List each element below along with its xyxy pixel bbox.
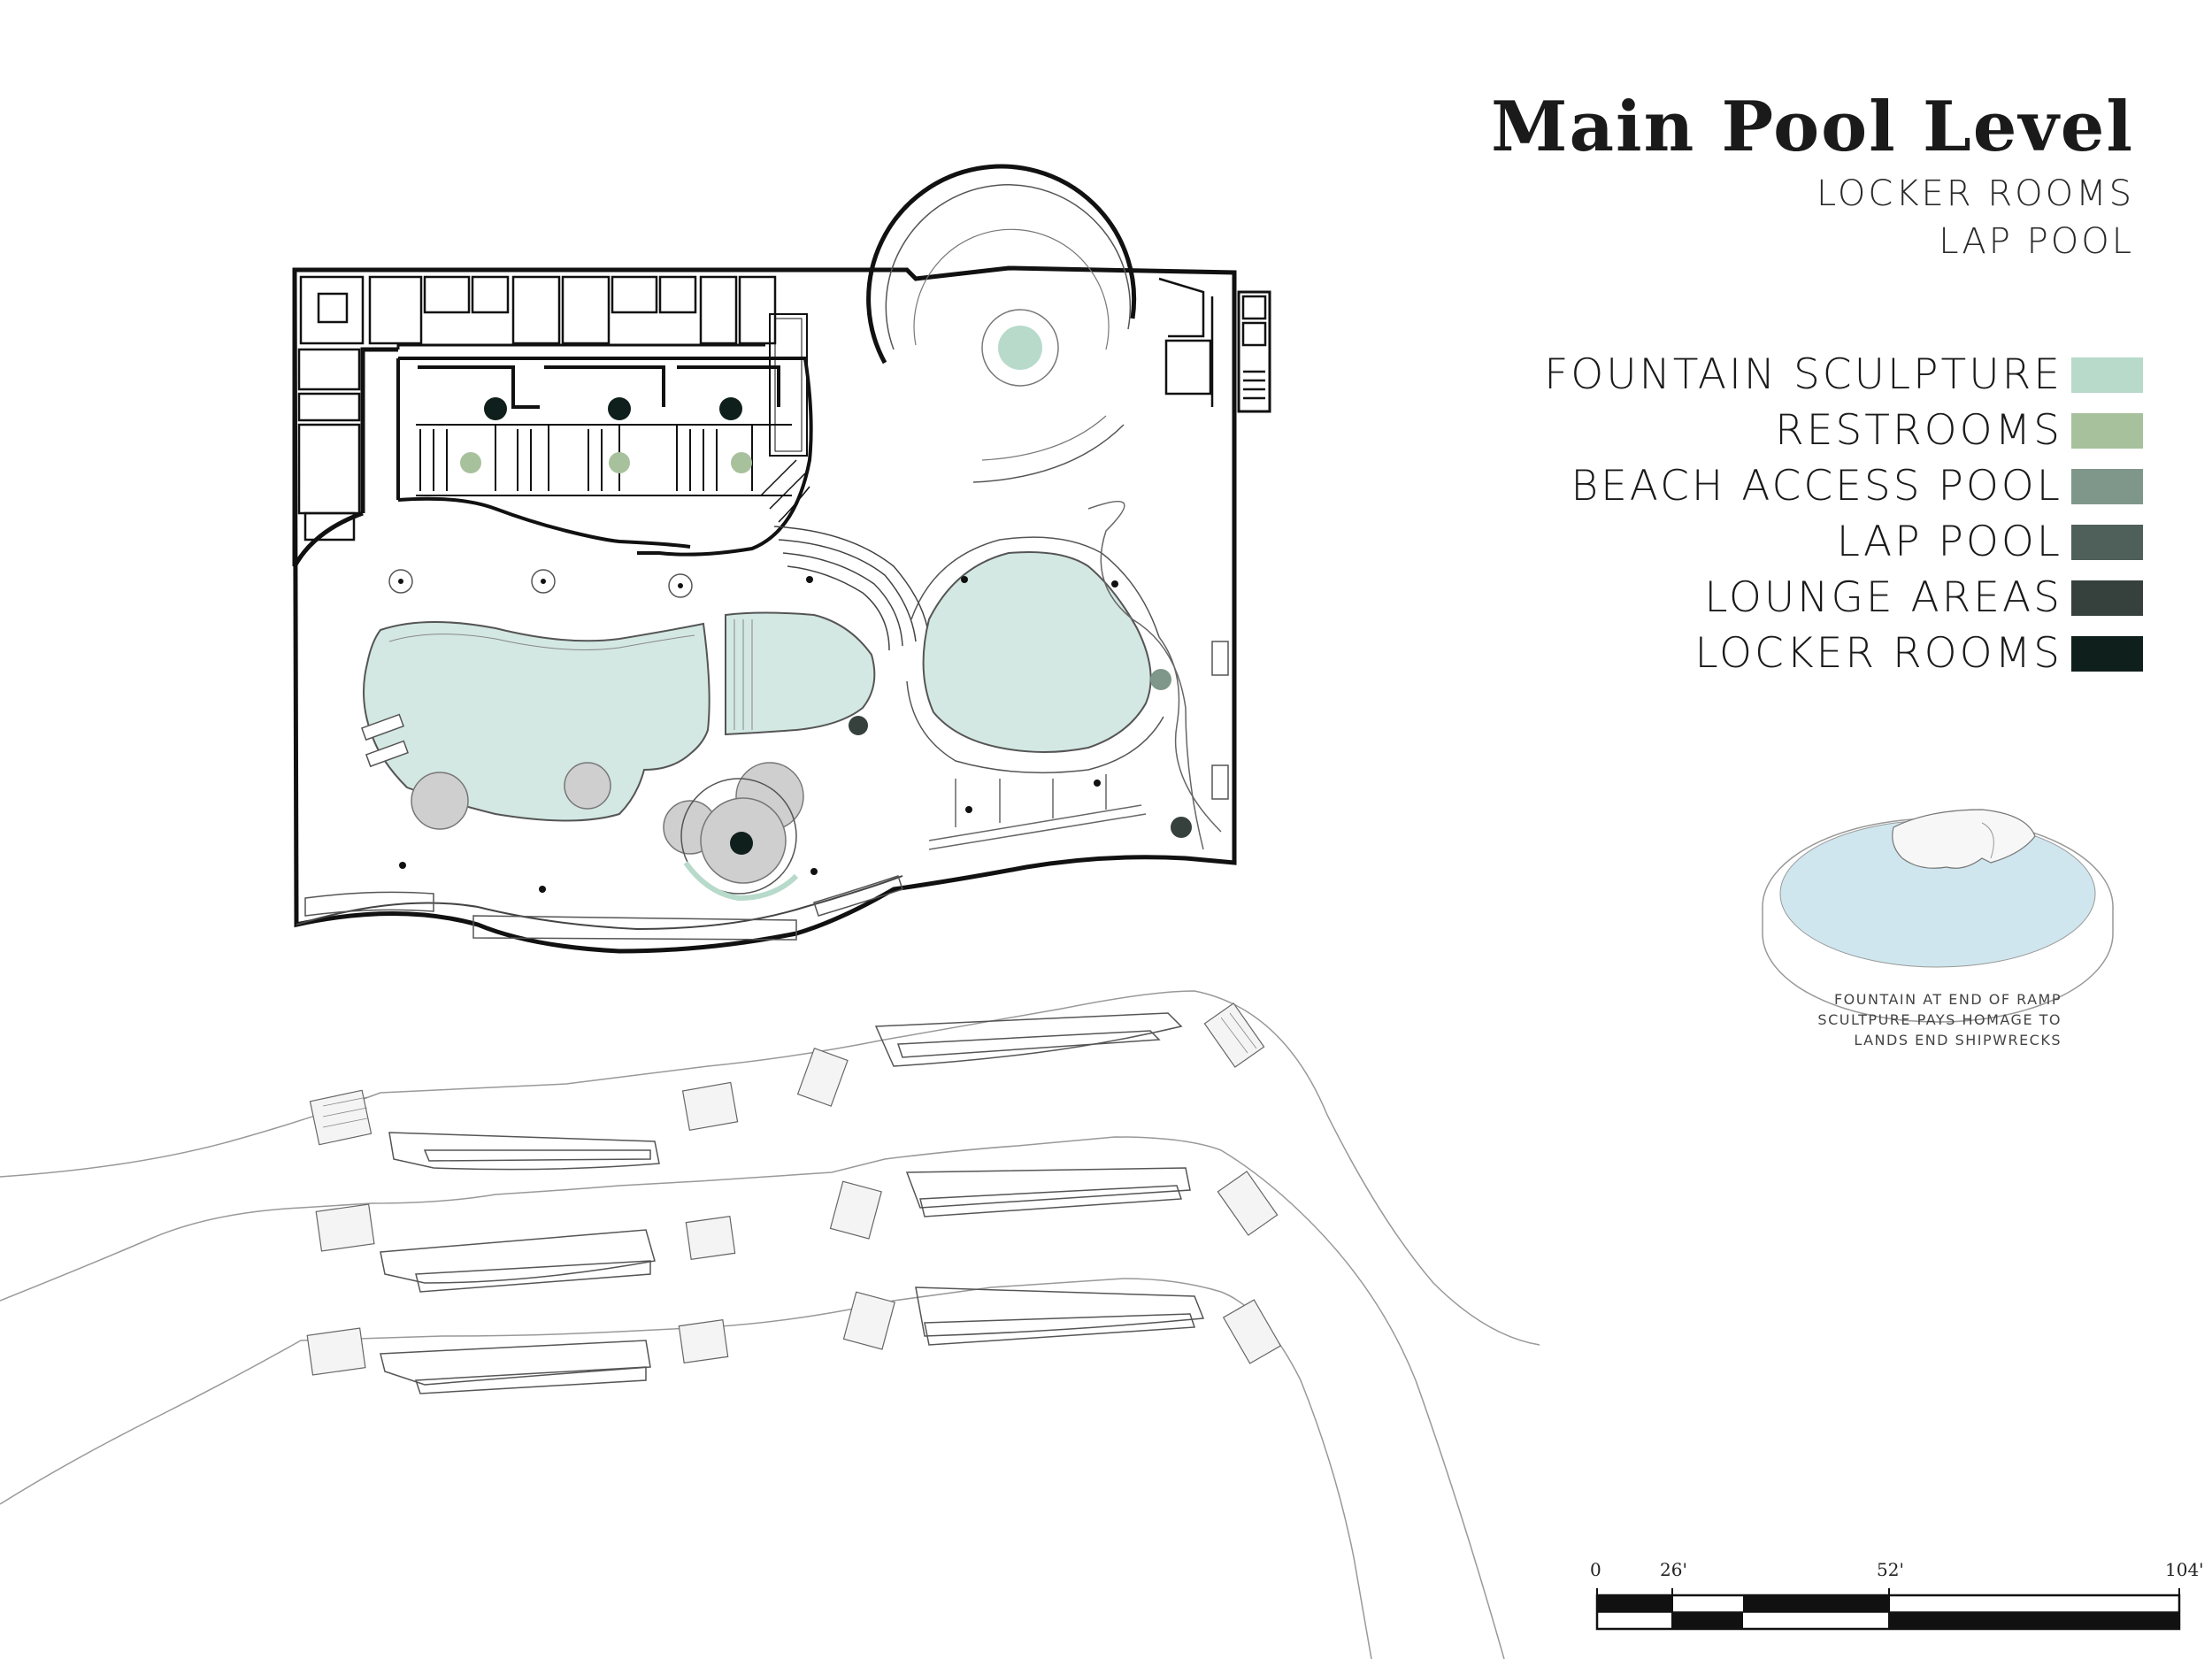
caption-line: SCULTPURE PAYS HOMAGE TO [1817,1011,2062,1028]
legend-swatch [2071,580,2143,616]
ramp-terraces [380,1012,1205,1394]
terrain-contours [0,990,1540,1659]
locker-room-markers [484,397,742,420]
south-benches [304,875,903,941]
lounge-chairs [360,641,1229,800]
restroom-markers [460,452,752,473]
terrace-planters [388,569,693,598]
legend-label: LAP POOL [1836,518,2062,566]
fountain-rotunda [866,164,1137,483]
fountain-inset [1762,809,2114,1023]
subtitle-lap-pool: LAP POOL [1939,221,2134,262]
scale-label-26: 26' [1660,1559,1687,1580]
legend-swatch [2071,357,2143,393]
beach-access-pool [363,621,710,822]
legend-label: FOUNTAIN SCULPTURE [1544,350,2062,399]
lounge-markers [849,716,1192,838]
legend-item: BEACH ACCESS POOL [1544,458,2143,514]
caption-line: LANDS END SHIPWRECKS [1854,1032,2062,1048]
legend-item: LOCKER ROOMS [1544,626,2143,681]
south-terrace-edge [296,875,903,931]
legend-swatch [2071,524,2143,560]
ramp-stairs [306,1002,1282,1376]
legend-swatch [2071,412,2143,449]
wading-pool [725,611,876,736]
shipwreck-sculpture [1892,809,2036,869]
legend-swatch [2071,468,2143,504]
page-title: Main Pool Level [1491,87,2134,167]
scale-label-0: 0 [1590,1559,1601,1580]
legend-swatch [2071,635,2143,672]
pool-steps [733,619,753,730]
caption-line: FOUNTAIN AT END OF RAMP [1833,991,2062,1008]
legend-item: LOUNGE AREAS [1544,570,2143,626]
scale-label-104: 104' [2165,1559,2204,1580]
legend-item: RESTROOMS [1544,403,2143,458]
color-legend: FOUNTAIN SCULPTURE RESTROOMS BEACH ACCES… [1544,347,2143,681]
legend-label: BEACH ACCESS POOL [1571,462,2062,511]
scale-label-52: 52' [1877,1559,1904,1580]
legend-item: FOUNTAIN SCULPTURE [1544,347,2143,403]
fountain-caption: FOUNTAIN AT END OF RAMP SCULTPURE PAYS H… [1787,989,2062,1050]
legend-item: LAP POOL [1544,514,2143,570]
service-rooms [292,270,930,651]
scale-bar [1595,1588,2181,1631]
pool-marker [1150,669,1171,690]
lounge-island-ring [680,778,797,895]
legend-label: LOCKER ROOMS [1694,629,2062,678]
legend-label: RESTROOMS [1775,406,2062,455]
legend-label: LOUNGE AREAS [1704,573,2062,622]
east-service-rooms [1158,277,1271,413]
subtitle-locker-rooms: LOCKER ROOMS [1816,173,2134,214]
lap-pool [922,551,1152,753]
